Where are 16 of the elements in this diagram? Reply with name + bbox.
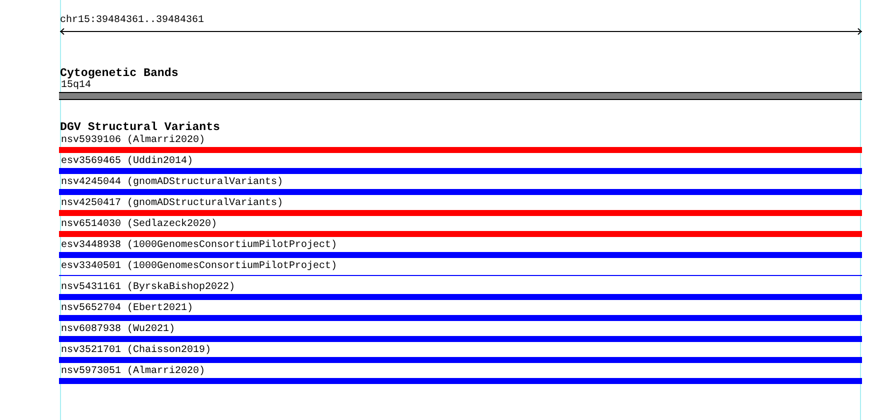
variant-label: esv3569465 (Uddin2014) bbox=[60, 155, 194, 168]
variant-label: nsv6087938 (Wu2021) bbox=[60, 323, 176, 336]
variant-label: nsv5652704 (Ebert2021) bbox=[60, 302, 194, 315]
variant-label: nsv5939106 (Almarri2020) bbox=[60, 134, 206, 147]
variant-label: nsv5973051 (Almarri2020) bbox=[60, 365, 206, 378]
variant-label: esv3448938 (1000GenomesConsortiumPilotProject) bbox=[60, 239, 338, 252]
variant-label: nsv4245044 (gnomADStructuralVariants) bbox=[60, 176, 284, 189]
track-title: Cytogenetic Bands bbox=[60, 67, 178, 80]
variant-label: esv3340501 (1000GenomesConsortiumPilotProject) bbox=[60, 260, 338, 273]
variant-label: nsv6514030 (Sedlazeck2020) bbox=[60, 218, 218, 231]
position-label: chr15:39484361..39484361 bbox=[60, 14, 204, 27]
variant-label: nsv5431161 (ByrskaBishop2022) bbox=[60, 281, 236, 294]
variant-label: nsv3521701 (Chaisson2019) bbox=[60, 344, 212, 357]
variant-label: nsv4250417 (gnomADStructuralVariants) bbox=[60, 197, 284, 210]
band-label: 15q14 bbox=[60, 79, 92, 92]
track-title: DGV Structural Variants bbox=[60, 121, 220, 134]
